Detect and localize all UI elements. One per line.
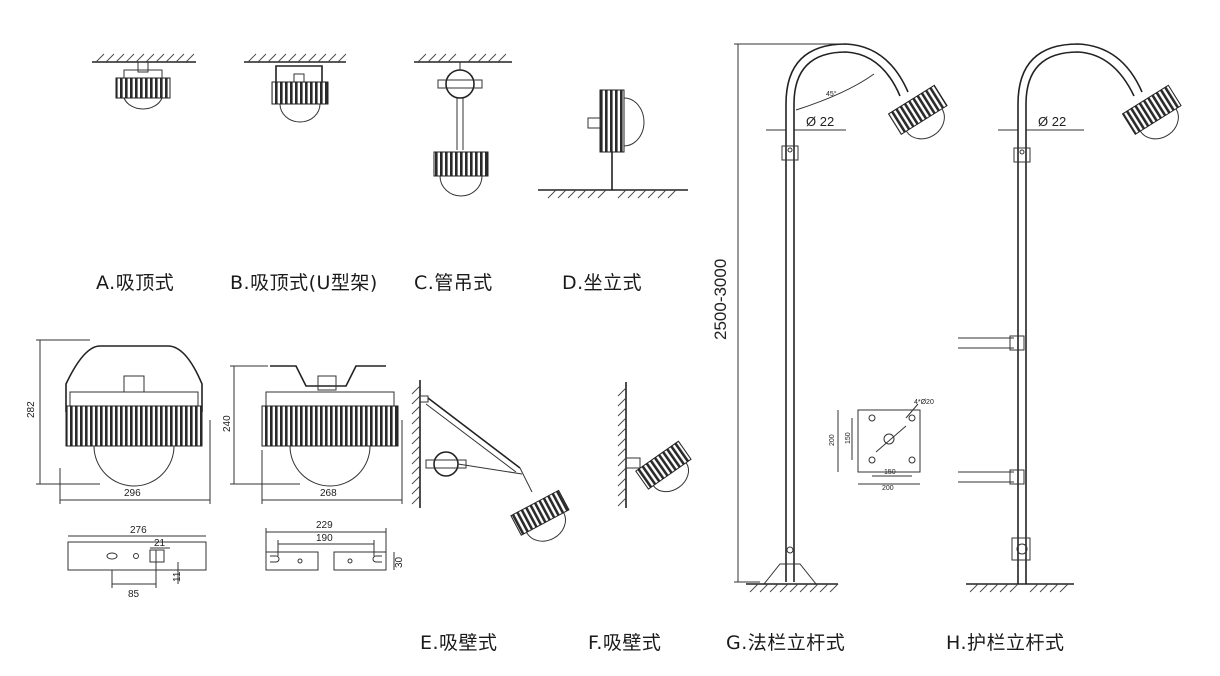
- caption-e: E.吸壁式: [420, 632, 498, 654]
- figure-g-flange-pole: [734, 43, 948, 593]
- figure-bracket-plate-276: [67, 535, 207, 588]
- caption-g: G.法栏立杆式: [726, 632, 846, 654]
- figure-d-floor-stand: [538, 89, 688, 199]
- dim-85: 85: [128, 589, 140, 600]
- flange-200-v: 200: [829, 434, 836, 446]
- dim-282: 282: [26, 401, 37, 418]
- flange-150-h: 150: [884, 469, 896, 476]
- dim-268: 268: [320, 488, 337, 499]
- pole-diameter-h: Ø 22: [1038, 114, 1066, 129]
- flange-holes-label: 4*Ø20: [914, 399, 934, 406]
- dim-21: 21: [154, 538, 166, 549]
- figure-e-wall-arm: [411, 380, 570, 542]
- figure-front-view-ceiling: [230, 365, 403, 504]
- dim-11: 11: [172, 571, 183, 582]
- caption-b: B.吸顶式(U型架): [230, 272, 378, 294]
- dim-229: 229: [316, 520, 333, 531]
- figure-c-pipe-pendant: [414, 53, 512, 197]
- pole-diameter-g: Ø 22: [806, 114, 834, 129]
- angle-label: 45°: [826, 90, 837, 98]
- figure-f-wall-direct: [617, 382, 692, 508]
- dim-30: 30: [394, 556, 405, 568]
- caption-f: F.吸壁式: [588, 632, 662, 654]
- caption-h: H.护栏立杆式: [946, 632, 1065, 654]
- flange-200-h: 200: [882, 485, 894, 492]
- figure-a-ceiling-mount: [92, 53, 196, 110]
- figure-h-guardrail-pole: [958, 43, 1182, 593]
- figure-bracket-plate-229: [265, 528, 395, 571]
- figure-b-ceiling-u-bracket: [244, 53, 347, 123]
- caption-a: A.吸顶式: [96, 272, 175, 294]
- figure-front-view-u-bracket: [36, 339, 211, 504]
- figure-flange-detail: [837, 403, 921, 485]
- flange-150-v: 150: [845, 432, 852, 444]
- caption-c: C.管吊式: [414, 272, 493, 294]
- pole-height-label: 2500-3000: [711, 259, 730, 340]
- dim-190: 190: [316, 533, 333, 544]
- dim-296: 296: [124, 488, 141, 499]
- caption-d: D.坐立式: [562, 272, 643, 294]
- dim-240: 240: [222, 415, 233, 432]
- dim-276: 276: [130, 525, 147, 536]
